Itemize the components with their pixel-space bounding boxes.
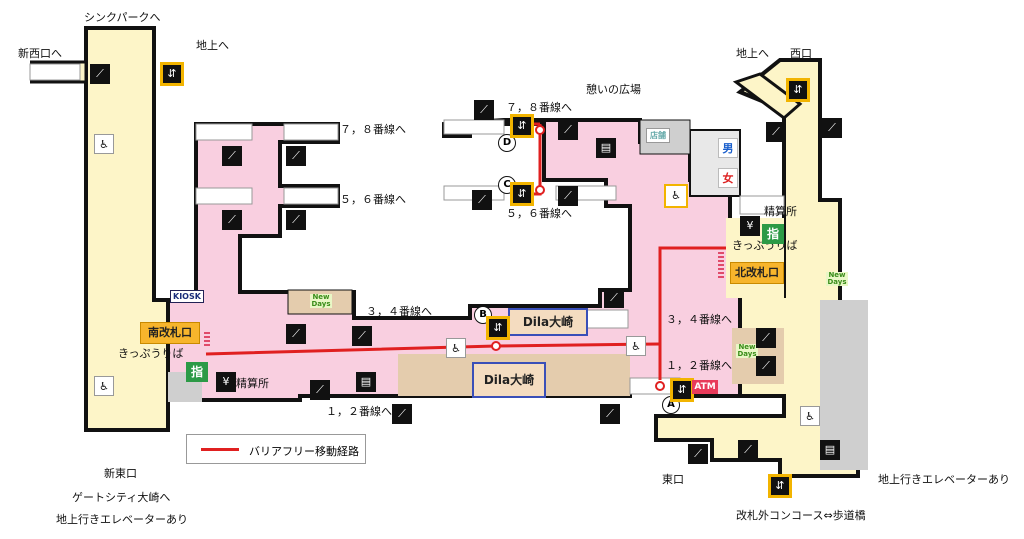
label-higashiguchi: 東口 bbox=[662, 473, 684, 486]
escalator-icon: ⟋ bbox=[222, 146, 242, 166]
escalator-icon: ⟋ bbox=[766, 122, 786, 142]
ticket-machine-icon: ▤ bbox=[820, 440, 840, 460]
label-shin-nishiguchi: 新西口へ bbox=[18, 47, 62, 60]
elevator-icon: ⇵ bbox=[160, 62, 184, 86]
label-shin-higashiguchi: 新東口 bbox=[104, 467, 137, 480]
label-think-park: シンクパークへ bbox=[84, 11, 161, 24]
point-d: D bbox=[498, 134, 516, 152]
stairs-icon: ⟋ bbox=[286, 210, 306, 230]
label-seisanjo-right: 精算所 bbox=[764, 205, 797, 218]
elevator-icon: ⇵ bbox=[670, 378, 694, 402]
elevator-icon: ⇵ bbox=[786, 78, 810, 102]
man-toilet-icon: 男 bbox=[718, 138, 738, 158]
dila-shop-lower: Dila大崎 bbox=[472, 362, 546, 398]
west-corridor bbox=[84, 26, 170, 432]
label-kippu-right: きっぷうりば bbox=[732, 239, 798, 252]
finger-guide-icon: 指 bbox=[186, 362, 208, 382]
label-line34-center: ３，４番線へ bbox=[366, 305, 432, 318]
escalator-icon: ⟋ bbox=[286, 324, 306, 344]
label-line56-left: ５，６番線へ bbox=[340, 193, 406, 206]
stairs-icon: ⟋ bbox=[822, 118, 842, 138]
label-line12-center: １，２番線へ bbox=[326, 405, 392, 418]
fare-adjust-icon: ¥ bbox=[740, 216, 760, 236]
label-kippu-left: きっぷうりば bbox=[118, 347, 184, 360]
escalator-icon: ⟋ bbox=[474, 100, 494, 120]
stairs-icon: ⟋ bbox=[352, 326, 372, 346]
stairs-icon: ⟋ bbox=[558, 120, 578, 140]
finger-guide-icon: 指 bbox=[762, 224, 784, 244]
label-chijo-elev-right: 地上行きエレベーターあり bbox=[878, 473, 1010, 486]
ticket-machine-icon: ▤ bbox=[356, 372, 376, 392]
stairs bbox=[29, 63, 785, 395]
label-chijo-elev-left: 地上行きエレベーターあり bbox=[56, 513, 188, 526]
wheelchair-icon: ♿ bbox=[446, 338, 466, 358]
label-chijo-left: 地上へ bbox=[196, 39, 229, 52]
legend-label: バリアフリー移動経路 bbox=[249, 445, 359, 458]
escalator-icon: ⟋ bbox=[738, 440, 758, 460]
kita-gate: 北改札口 bbox=[730, 262, 784, 284]
label-line12-right: １，２番線へ bbox=[666, 359, 732, 372]
label-seisanjo-left: 精算所 bbox=[236, 377, 269, 390]
legend: バリアフリー移動経路 bbox=[186, 434, 366, 464]
route-nodes bbox=[491, 125, 665, 391]
wheelchair-icon: ♿ bbox=[94, 134, 114, 154]
woman-toilet-icon: 女 bbox=[718, 168, 738, 188]
label-line34-right: ３，４番線へ bbox=[666, 313, 732, 326]
label-nishiguchi: 西口 bbox=[790, 47, 812, 60]
stairs-icon: ⟋ bbox=[688, 444, 708, 464]
atm-icon: ATM bbox=[692, 380, 718, 394]
ticket-machine-icon: ▤ bbox=[596, 138, 616, 158]
elevator-icon: ⇵ bbox=[510, 182, 534, 206]
wheelchair-icon: ♿ bbox=[94, 376, 114, 396]
tenpo-sign: 店舗 bbox=[646, 128, 670, 143]
stairs-icon: ⟋ bbox=[286, 146, 306, 166]
escalator-icon: ⟋ bbox=[604, 288, 624, 308]
label-kaisatsu-concourse: 改札外コンコース⇔歩道橋 bbox=[736, 509, 866, 522]
minami-gate: 南改札口 bbox=[140, 322, 200, 344]
label-ikoi: 憩いの広場 bbox=[586, 83, 641, 96]
escalator-icon: ⟋ bbox=[310, 380, 330, 400]
legend-route-line bbox=[201, 448, 239, 451]
stairs-icon: ⟋ bbox=[756, 328, 776, 348]
wheelchair-icon: ♿ bbox=[800, 406, 820, 426]
wheelchair-icon: ♿ bbox=[626, 336, 646, 356]
label-gate-city: ゲートシティ大崎へ bbox=[72, 491, 171, 504]
fare-adjust-icon: ¥ bbox=[216, 372, 236, 392]
newdays-left: New Days bbox=[310, 293, 332, 308]
dila-shop-upper: Dila大崎 bbox=[508, 308, 588, 336]
gate-stripes bbox=[204, 252, 724, 346]
escalator-icon: ⟋ bbox=[472, 190, 492, 210]
newdays-far-right: New Days bbox=[826, 271, 848, 286]
escalator-icon: ⟋ bbox=[222, 210, 242, 230]
label-line78-center: ７，８番線へ bbox=[506, 101, 572, 114]
elevator-icon: ⇵ bbox=[486, 316, 510, 340]
stairs-icon: ⟋ bbox=[558, 186, 578, 206]
accessible-toilet-icon: ♿ bbox=[664, 184, 688, 208]
escalator-icon: ⟋ bbox=[392, 404, 412, 424]
label-line56-center: ５，６番線へ bbox=[506, 207, 572, 220]
elevator-icon: ⇵ bbox=[768, 474, 792, 498]
escalator-icon: ⟋ bbox=[90, 64, 110, 84]
elevator-icon: ⇵ bbox=[510, 114, 534, 138]
label-chijo-right: 地上へ bbox=[736, 47, 769, 60]
nishiguchi-ramp bbox=[732, 72, 803, 120]
label-line78-left: ７，８番線へ bbox=[340, 123, 406, 136]
escalator-icon: ⟋ bbox=[756, 356, 776, 376]
kiosk-sign: KIOSK bbox=[170, 290, 204, 303]
escalator-icon: ⟋ bbox=[600, 404, 620, 424]
newdays-right: New Days bbox=[736, 343, 758, 358]
